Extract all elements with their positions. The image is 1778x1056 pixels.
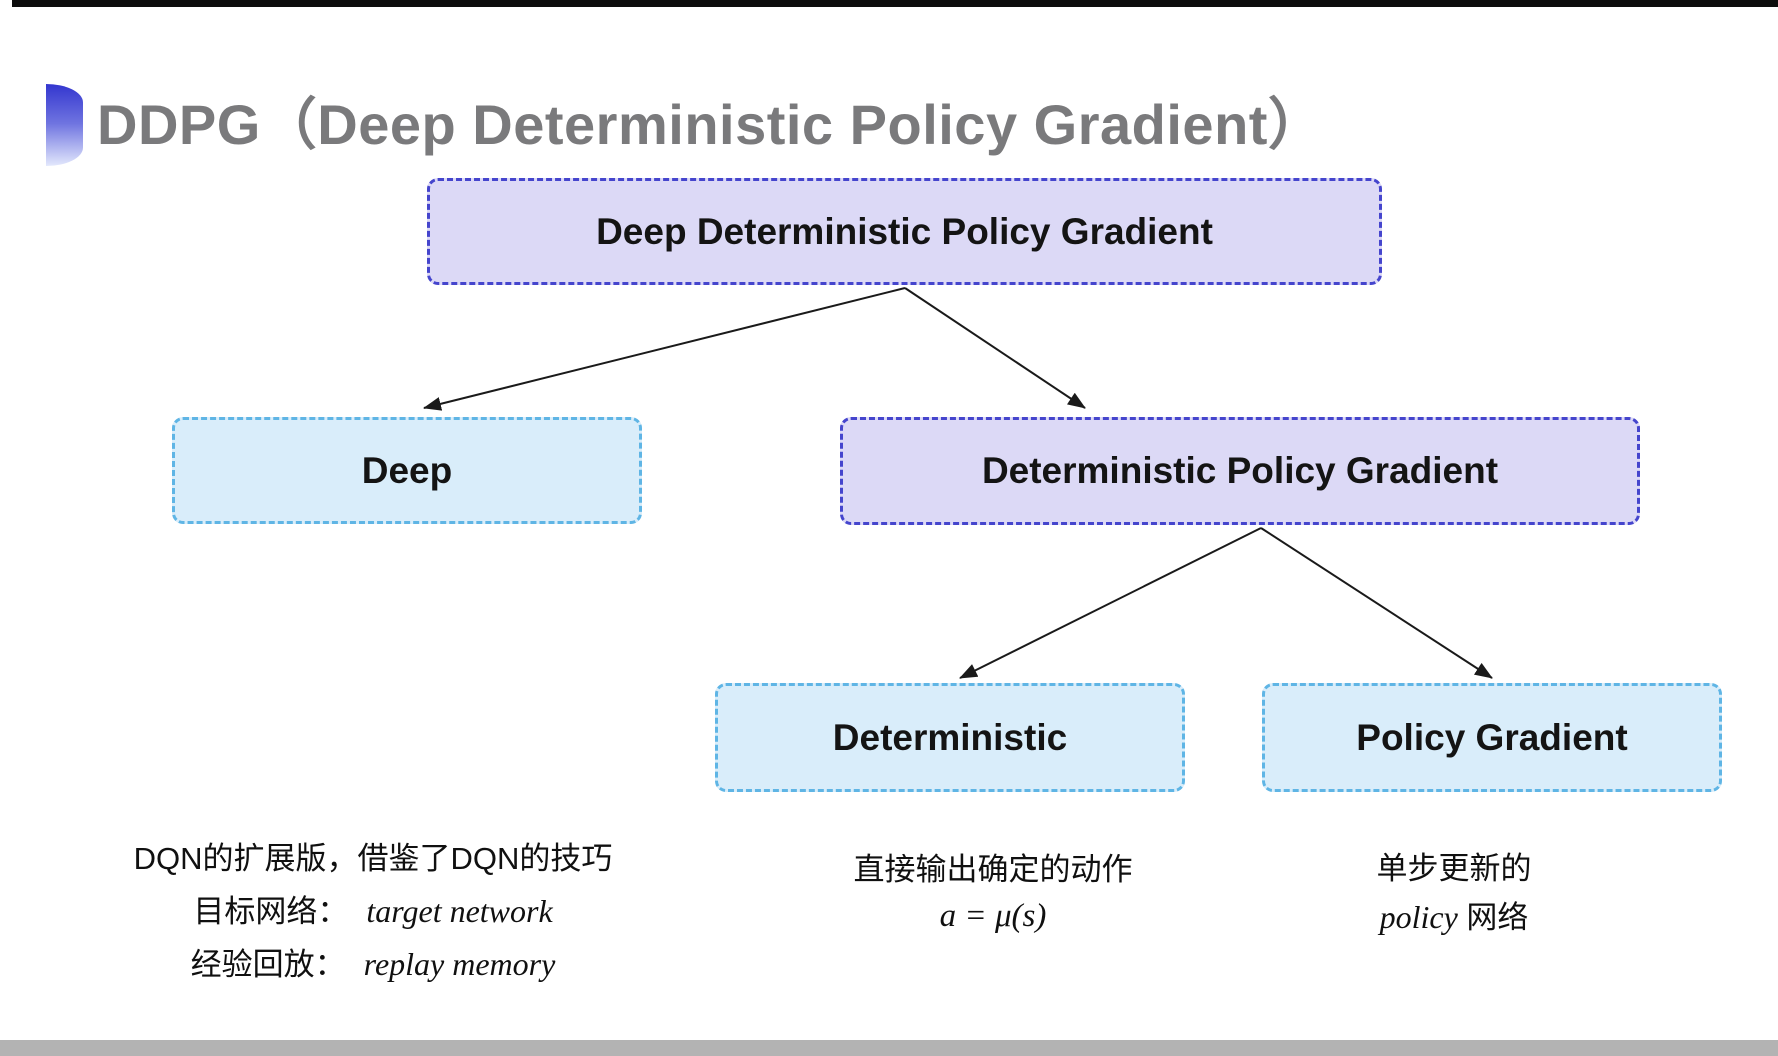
target-network-label: 目标网络： (193, 894, 349, 929)
title-bullet-icon (46, 84, 83, 166)
node-policy-gradient: Policy Gradient (1262, 683, 1722, 792)
note-policy-gradient-line2: policy 网络 (1229, 893, 1679, 942)
note-policy-gradient: 单步更新的 policy 网络 (1229, 845, 1679, 942)
edge-dpg-policy-gradient (1260, 527, 1493, 679)
node-deterministic: Deterministic (715, 683, 1185, 792)
note-deterministic-line1: 直接输出确定的动作 (853, 852, 1133, 887)
node-label: Deep (361, 449, 453, 491)
node-deterministic-policy-gradient: Deterministic Policy Gradient (840, 417, 1640, 525)
node-deep: Deep (172, 417, 642, 524)
top-edge-line (12, 0, 1778, 7)
node-label: Policy Gradient (1356, 716, 1628, 758)
replay-memory-term: replay memory (363, 946, 556, 982)
node-label: Deterministic Policy Gradient (981, 450, 1499, 491)
replay-memory-label: 经验回放： (190, 947, 346, 982)
edge-root-deep (423, 287, 906, 411)
node-label: Deep Deterministic Policy Gradient (596, 210, 1213, 252)
note-deep-line2: 目标网络： target network (123, 885, 623, 938)
note-deterministic: 直接输出确定的动作 a = μ(s) (768, 846, 1218, 940)
edge-dpg-deterministic (959, 527, 1262, 679)
bottom-edge-bar (0, 1040, 1778, 1056)
node-label: Deterministic (832, 716, 1068, 758)
note-policy-gradient-line1: 单步更新的 (1376, 851, 1532, 886)
note-deep-line3: 经验回放： replay memory (123, 938, 623, 991)
edge-root-dpg (904, 287, 1086, 409)
page-title: DDPG（Deep Deterministic Policy Gradient） (97, 93, 1325, 156)
policy-network-suffix: 网络 (1457, 900, 1529, 935)
policy-term: policy (1379, 899, 1458, 935)
deterministic-formula: a = μ(s) (939, 898, 1047, 934)
note-deep: DQN的扩展版，借鉴了DQN的技巧 目标网络： target network 经验… (123, 832, 623, 991)
note-deep-line1: DQN的扩展版，借鉴了DQN的技巧 (133, 841, 613, 876)
target-network-term: target network (366, 893, 553, 929)
node-deep-deterministic-policy-gradient: Deep Deterministic Policy Gradient (427, 178, 1382, 285)
